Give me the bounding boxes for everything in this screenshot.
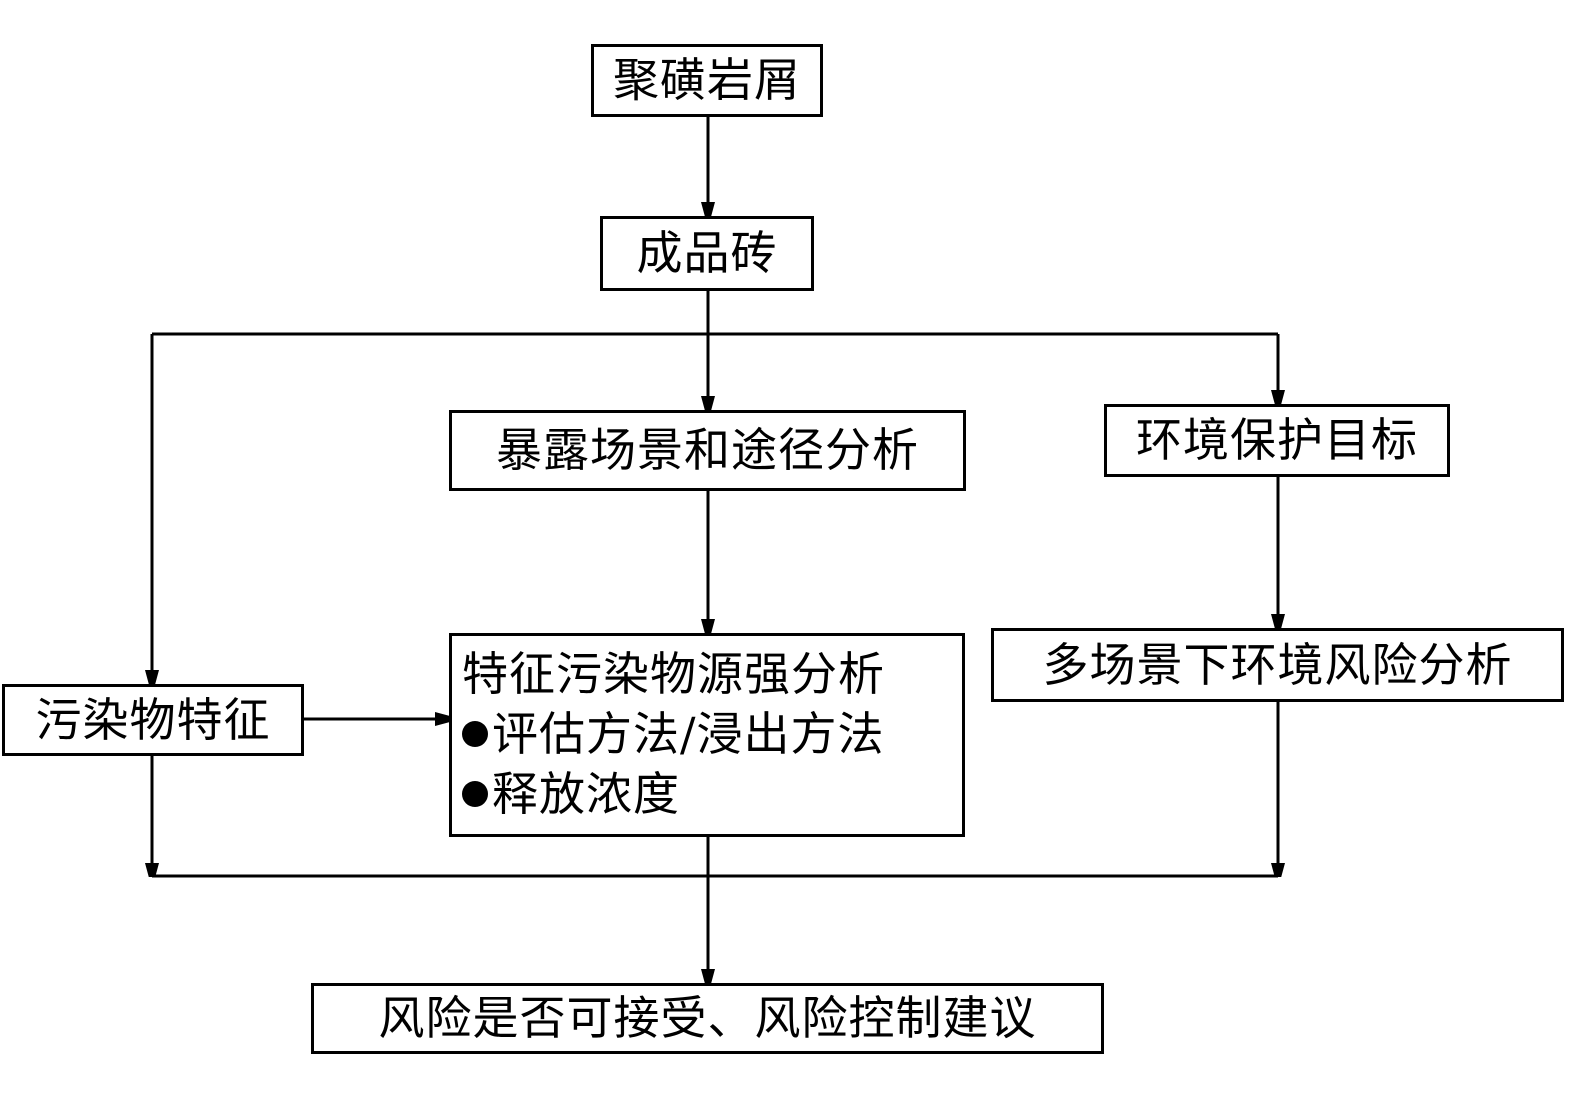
bullet-icon <box>462 721 488 748</box>
source-item-method-label: 评估方法/浸出方法 <box>492 707 885 762</box>
node-raw-material-label: 聚磺岩屑 <box>613 53 801 108</box>
node-pollutant-features: 污染物特征 <box>2 684 304 756</box>
node-exposure-analysis: 暴露场景和途径分析 <box>449 410 966 491</box>
node-risk-conclusion-label: 风险是否可接受、风险控制建议 <box>378 991 1037 1046</box>
node-multi-scenario-risk-label: 多场景下环境风险分析 <box>1042 637 1513 692</box>
node-risk-conclusion: 风险是否可接受、风险控制建议 <box>311 983 1104 1054</box>
node-pollutant-features-label: 污染物特征 <box>35 692 271 747</box>
node-product: 成品砖 <box>600 216 814 291</box>
node-product-label: 成品砖 <box>636 226 778 281</box>
source-item-concentration-label: 释放浓度 <box>492 766 680 821</box>
source-item-concentration: 释放浓度 <box>462 765 680 825</box>
node-exposure-analysis-label: 暴露场景和途径分析 <box>496 423 919 478</box>
node-raw-material: 聚磺岩屑 <box>591 44 823 117</box>
source-title: 特征污染物源强分析 <box>462 647 885 702</box>
node-protection-target: 环境保护目标 <box>1104 404 1450 477</box>
bullet-icon <box>462 780 488 807</box>
node-multi-scenario-risk: 多场景下环境风险分析 <box>991 628 1564 702</box>
source-item-method: 评估方法/浸出方法 <box>462 705 885 765</box>
node-protection-target-label: 环境保护目标 <box>1136 413 1418 468</box>
node-source-strength-analysis: 特征污染物源强分析 评估方法/浸出方法 释放浓度 <box>449 633 965 837</box>
